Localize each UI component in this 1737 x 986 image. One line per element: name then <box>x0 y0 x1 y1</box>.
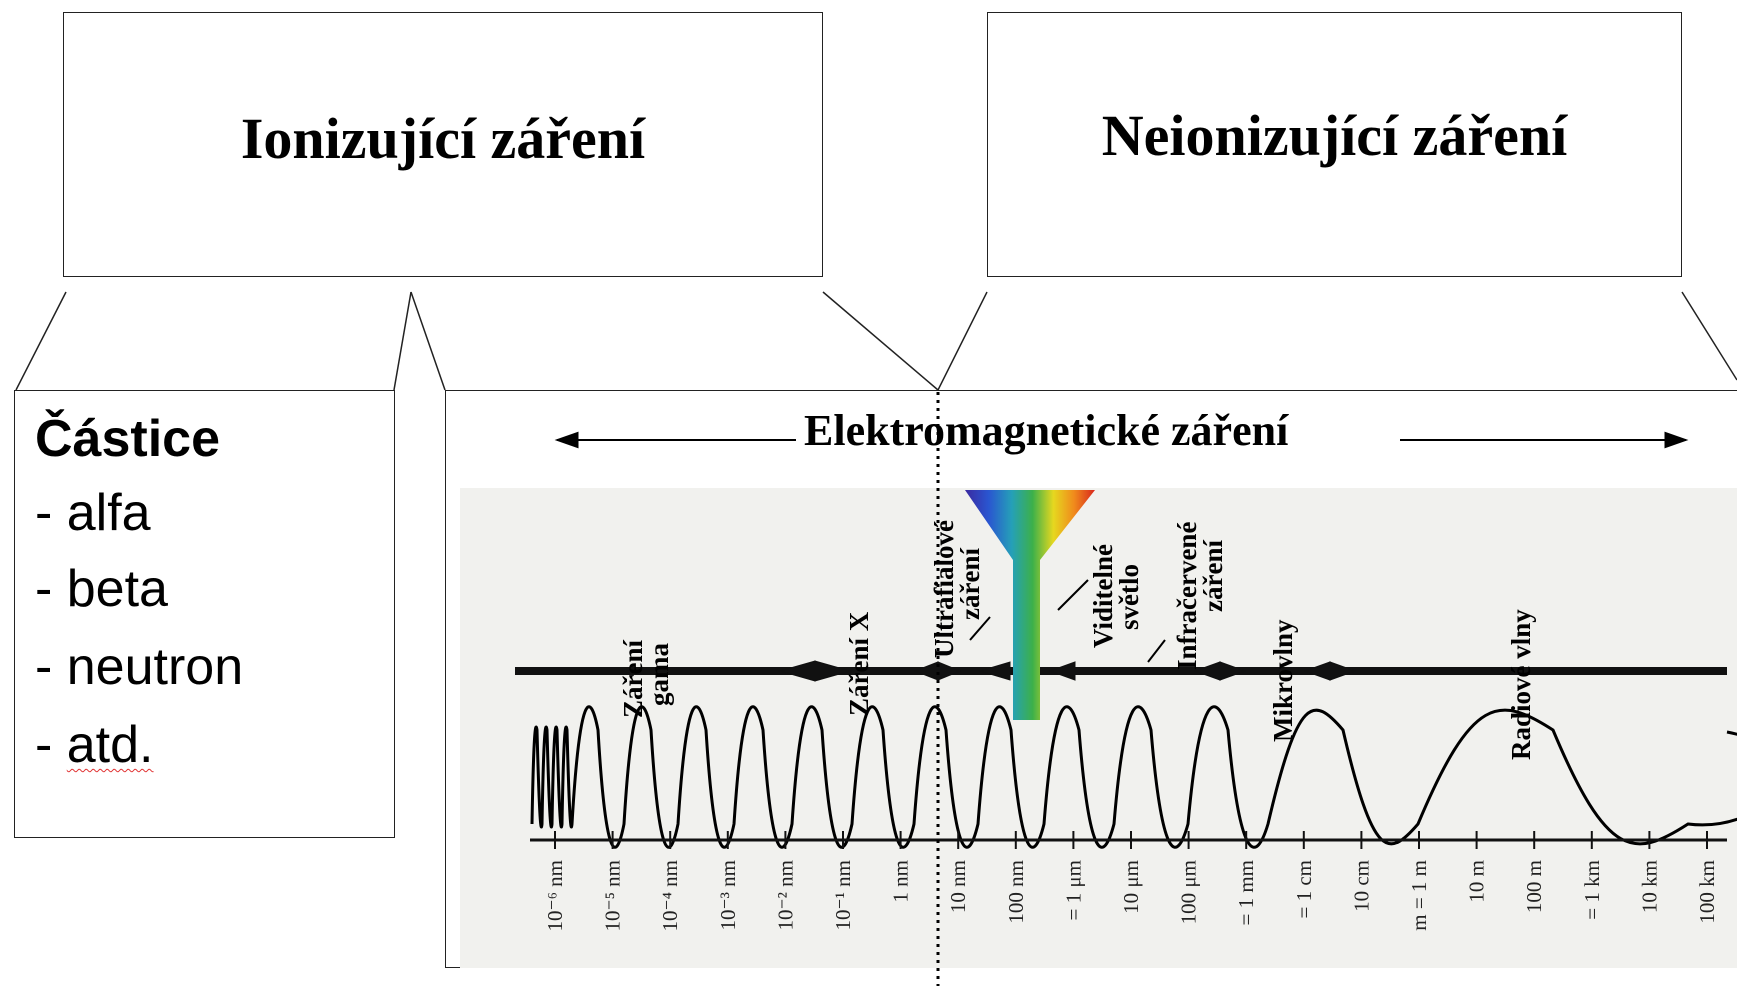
ionizing-radiation-box: Ionizující záření <box>63 12 823 277</box>
particle-item-etc: - atd. <box>35 716 154 774</box>
connector-lines <box>15 291 1737 391</box>
particle-item-beta: - beta <box>35 560 168 618</box>
em-radiation-label: Elektromagnetické záření <box>804 406 1289 455</box>
particles-heading: Částice <box>35 410 220 468</box>
particles-box: Částice - alfa - beta - neutron - atd. <box>14 390 395 838</box>
ionizing-radiation-title: Ionizující záření <box>240 106 646 171</box>
non-ionizing-radiation-title: Neionizující záření <box>1101 103 1568 168</box>
particle-item-neutron: - neutron <box>35 638 244 696</box>
non-ionizing-radiation-box: Neionizující záření <box>987 12 1682 277</box>
particle-item-etc-word: atd. <box>66 716 154 774</box>
particle-item-alpha: - alfa <box>35 484 151 542</box>
em-spectrum-panel <box>445 390 1737 968</box>
